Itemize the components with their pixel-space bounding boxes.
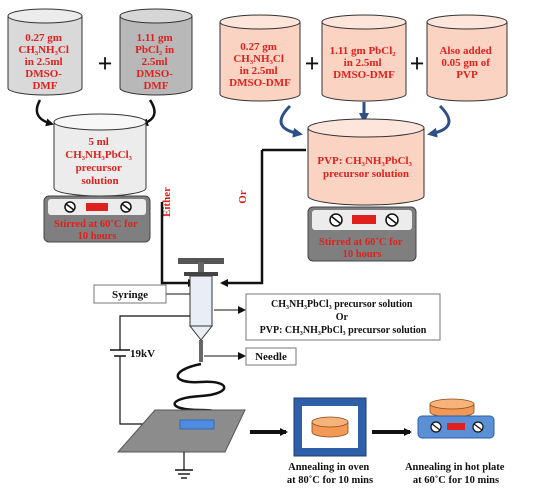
syringe-label-box: [93, 284, 167, 304]
plus-sign-right-2: +: [410, 49, 425, 78]
display-icon: [86, 203, 108, 211]
hot-plate: [417, 398, 495, 439]
syringe-label: Syringe: [112, 289, 148, 301]
solution-label: CH₃NH₃PbCl₃ precursor solution Or PVP: C…: [260, 299, 427, 336]
curved-arrow-icon: [35, 99, 54, 127]
oven-label: Annealing in oven at 80˚C for 10 mins: [287, 462, 373, 486]
or-beaker-2-label: 1.11 gm PbCl₂ in 2.5ml DMSO-DMF: [330, 45, 399, 81]
plus-sign-right-1: +: [305, 49, 320, 78]
either-beaker-1-label: 0.27 gm CH₃NH₃Cl in 2.5ml DMSO- DMF: [18, 32, 71, 92]
solution-label-box: [245, 293, 441, 341]
oven: [293, 397, 367, 457]
display-icon: [447, 423, 465, 430]
voltage-label: 19kV: [130, 348, 155, 360]
collector-plate: [116, 409, 246, 453]
or-beaker-3: Also added 0.05 gm of PVP: [426, 14, 508, 102]
deposited-film: [179, 419, 215, 430]
needle-icon: [199, 340, 203, 362]
curved-arrow-icon: [427, 104, 451, 138]
or-beaker-2: 1.11 gm PbCl₂ in 2.5ml DMSO-DMF: [321, 14, 407, 102]
or-mix-label: PVP: CH₃NH₃PbCl₃ precursor solution: [317, 155, 414, 180]
needle-label-box: [245, 347, 297, 366]
or-stirrer: Stirred at 60˚C for 10 hours: [307, 206, 417, 262]
display-icon: [352, 215, 376, 224]
either-beaker-2-label: 1.11 gm PbCl₂ in 2.5ml DMSO- DMF: [135, 32, 177, 92]
or-beaker-3-label: Also added 0.05 gm of PVP: [439, 45, 494, 81]
plus-sign-left: +: [98, 49, 113, 78]
either-beaker-1: 0.27 gm CH₃NH₃Cl in 2.5ml DMSO- DMF: [7, 8, 83, 96]
or-label: Or: [237, 190, 249, 204]
curved-arrow-icon: [279, 104, 303, 138]
hot-plate-label: Annealing in hot plate at 60˚C for 10 mi…: [405, 462, 507, 486]
plunger-top: [178, 258, 224, 264]
or-mix-beaker: PVP: CH₃NH₃PbCl₃ precursor solution: [307, 118, 425, 206]
or-beaker-1: 0.27 gm CH₃NH₃Cl in 2.5ml DMSO-DMF: [219, 14, 301, 102]
needle-label: Needle: [255, 351, 287, 363]
hv-wire-top: [119, 315, 190, 350]
flow-line-or: [220, 150, 264, 287]
syringe: [178, 258, 224, 362]
flow-line-either: [160, 202, 196, 287]
either-beaker-2: 1.11 gm PbCl₂ in 2.5ml DMSO- DMF: [119, 8, 193, 96]
or-beaker-1-label: 0.27 gm CH₃NH₃Cl in 2.5ml DMSO-DMF: [229, 41, 291, 89]
either-mix-label: 5 ml CH₃NH₃PbCl₃ precursor solution: [65, 136, 134, 187]
either-mix-beaker: 5 ml CH₃NH₃PbCl₃ precursor solution: [53, 113, 147, 197]
either-stir-label: Stirred at 60˚C for 10 hours: [54, 219, 140, 242]
or-stir-label: Stirred at 60˚C for 10 hours: [319, 237, 405, 260]
either-label: Either: [161, 187, 173, 217]
either-stirrer: Stirred at 60˚C for 10 hours: [43, 195, 151, 243]
